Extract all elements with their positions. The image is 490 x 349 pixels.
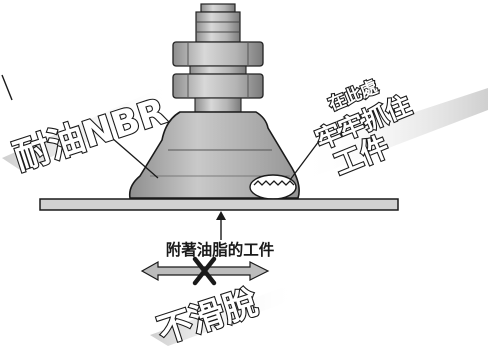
no-slip-label: 不滑脫: [153, 282, 263, 349]
workpiece-arrow: [216, 211, 226, 240]
workpiece-label: 附著油脂的工件: [166, 240, 275, 259]
grip-teeth: [253, 180, 295, 186]
grip-leader: [289, 132, 326, 181]
vacuum-fitting: [172, 3, 264, 113]
grip-shadow-swoosh: [300, 88, 488, 178]
suction-cup: [128, 111, 300, 200]
hex-nut-lower: [172, 73, 264, 99]
noslip-shadow-swoosh: [150, 285, 298, 346]
suction-cup-body: [128, 111, 300, 199]
hex-nut-upper: [172, 41, 264, 67]
threaded-stem: [189, 65, 247, 75]
stem-neck: [194, 97, 242, 113]
fitting-top-cap: [200, 3, 236, 13]
no-slip-symbol: [140, 256, 270, 286]
edge-pointer: [1, 74, 13, 101]
material-shadow-swoosh: [2, 88, 175, 170]
fitting-body: [195, 11, 241, 43]
cross-icon: [192, 256, 217, 286]
grip-cutaway: [249, 174, 297, 200]
workpiece-plate: [39, 198, 399, 211]
material-leader: [111, 137, 159, 179]
